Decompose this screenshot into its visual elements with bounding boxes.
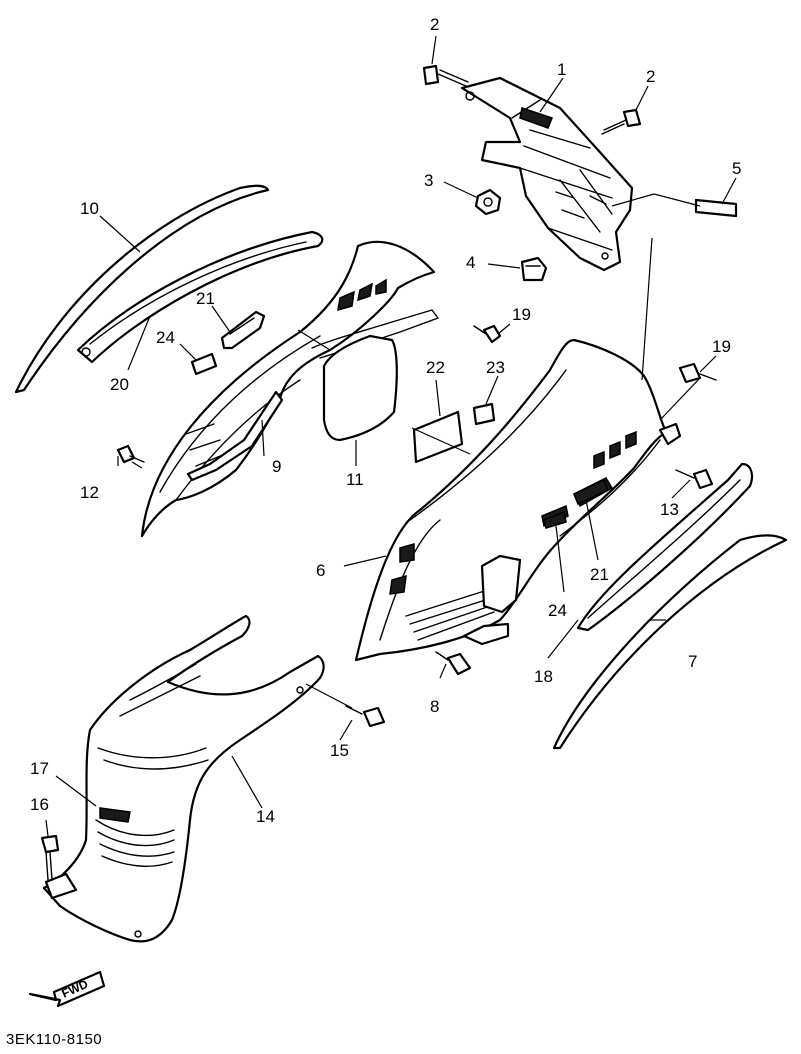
callout-24-left: 24 xyxy=(156,328,175,347)
callout-22: 22 xyxy=(426,358,445,377)
part-side-cover-9-left xyxy=(140,240,440,538)
callout-24-right: 24 xyxy=(548,601,567,620)
part-strip-18 xyxy=(576,462,753,632)
part-clip-4 xyxy=(520,256,548,282)
callout-2-left: 2 xyxy=(430,15,439,34)
callout-12: 12 xyxy=(80,483,99,502)
callout-14: 14 xyxy=(256,807,275,826)
part-panel-11 xyxy=(322,334,398,442)
part-strip-20 xyxy=(76,230,324,364)
part-emblem-21-right xyxy=(573,478,609,506)
part-label-23 xyxy=(472,402,496,426)
callout-20: 20 xyxy=(110,375,129,394)
part-label-5 xyxy=(694,198,738,218)
part-emblem-21-left xyxy=(220,310,266,350)
callout-23: 23 xyxy=(486,358,505,377)
callout-11: 11 xyxy=(346,470,364,489)
part-screw-15 xyxy=(345,705,386,728)
callout-13: 13 xyxy=(660,500,679,519)
part-label-22 xyxy=(412,410,464,464)
part-screw-8 xyxy=(435,651,472,676)
callout-21-left: 21 xyxy=(196,289,215,308)
callout-2-right: 2 xyxy=(646,67,655,86)
part-stripe-10 xyxy=(14,184,270,394)
diagram-code: 3EK110-8150 xyxy=(6,1031,102,1048)
callout-4: 4 xyxy=(466,253,475,272)
part-stripe-7 xyxy=(552,534,788,750)
callout-16: 16 xyxy=(30,795,49,814)
part-screw-2-right xyxy=(601,108,642,135)
part-emblem-24-left xyxy=(190,352,218,376)
part-emblem-24-right xyxy=(543,510,567,529)
part-side-cover-6-right xyxy=(354,338,668,662)
callout-18: 18 xyxy=(534,667,553,686)
callout-10: 10 xyxy=(80,199,99,218)
callout-numbers: 1 2 2 3 4 5 6 7 8 9 10 11 12 13 14 15 16… xyxy=(30,15,741,826)
fwd-arrow-icon: FWD xyxy=(28,970,106,1008)
part-screw-2-left xyxy=(422,64,469,87)
callout-21-right: 21 xyxy=(590,565,609,584)
part-rear-bracket xyxy=(460,76,634,272)
callout-19-left: 19 xyxy=(512,305,531,324)
callout-19-right: 19 xyxy=(712,337,731,356)
part-screw-13 xyxy=(675,468,714,490)
callout-15: 15 xyxy=(330,741,349,760)
part-bolt-16 xyxy=(40,834,60,881)
part-front-shield-14 xyxy=(42,614,325,943)
callout-9: 9 xyxy=(272,457,281,476)
part-screw-19-left xyxy=(473,324,502,344)
part-nut-3 xyxy=(474,188,502,216)
leader-lines xyxy=(45,35,737,837)
callout-8: 8 xyxy=(430,697,439,716)
part-screw-12 xyxy=(116,444,145,464)
callout-1: 1 xyxy=(557,60,566,79)
callout-3: 3 xyxy=(424,171,433,190)
callout-5: 5 xyxy=(732,159,741,178)
callout-6: 6 xyxy=(316,561,325,580)
callout-17: 17 xyxy=(30,759,49,778)
callout-7: 7 xyxy=(688,652,697,671)
part-tab-right xyxy=(658,422,682,446)
